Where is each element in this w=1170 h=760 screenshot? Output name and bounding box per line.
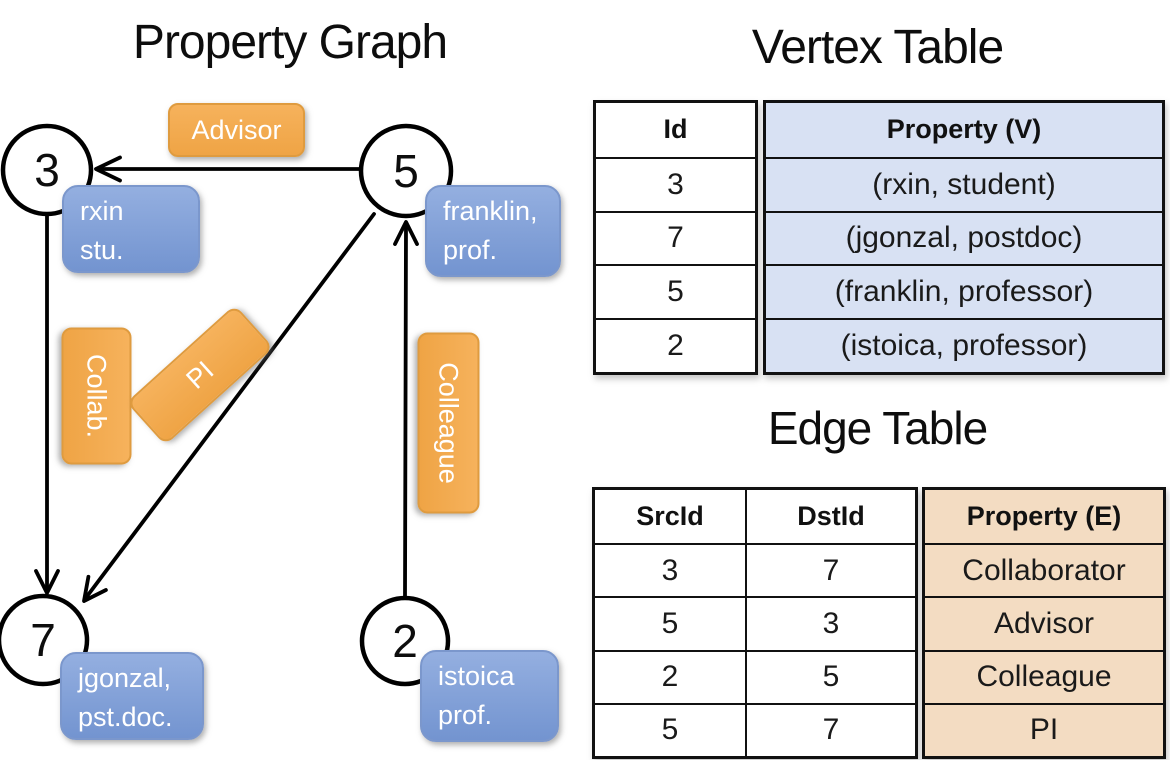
node-property-box-5: franklin, prof. <box>425 185 561 277</box>
edge-label-colleague: Colleague <box>417 332 480 514</box>
node-property-line2: stu. <box>80 235 124 265</box>
vertex-id-cell: 5 <box>596 264 755 318</box>
node-property-line1: istoica <box>438 661 515 691</box>
edge-property-header: Property (E) <box>966 501 1122 532</box>
node-id-7: 7 <box>30 614 56 666</box>
edge-src-cell: 5 <box>595 596 745 649</box>
node-property-box-2: istoica prof. <box>420 650 559 742</box>
edge-src-cell: 5 <box>595 702 745 756</box>
edge-src-cell: 2 <box>595 649 745 703</box>
vertex-table-property-column: Property (V) (rxin, student) (jgonzal, p… <box>763 100 1165 375</box>
arrowhead-at-7-diagonal-icon <box>82 574 108 603</box>
node-property-box-3: rxin stu. <box>62 185 200 273</box>
node-property-line2: prof. <box>443 235 498 265</box>
node-property-line1: franklin, <box>443 196 538 226</box>
node-id-5: 5 <box>393 145 419 197</box>
edge-line-5-to-7 <box>83 212 376 601</box>
arrowhead-at-5-icon <box>393 220 419 246</box>
edge-src-cell: 3 <box>595 543 745 596</box>
arrowhead-at-7-icon <box>34 569 60 595</box>
edge-dst-header: DstId <box>745 490 915 544</box>
vertex-table-title: Vertex Table <box>751 21 1004 74</box>
edge-property-cell: Collaborator <box>925 543 1163 596</box>
edge-table-property-column: Property (E) Collaborator Advisor Collea… <box>922 487 1166 759</box>
edge-property-cell: PI <box>925 702 1163 756</box>
vertex-id-cell: 7 <box>596 210 755 265</box>
vertex-table-id-column: Id 3 7 5 2 <box>593 100 758 375</box>
edge-dst-cell: 7 <box>745 543 915 597</box>
node-property-line2: prof. <box>438 700 493 730</box>
edge-table-title: Edge Table <box>767 402 988 454</box>
vertex-property-cell: (franklin, professor) <box>766 264 1162 318</box>
node-property-box-7: jgonzal, pst.doc. <box>60 652 204 740</box>
arrowhead-at-3-icon <box>94 155 122 183</box>
node-id-2: 2 <box>392 615 418 667</box>
property-graph-title: Property Graph <box>132 16 448 69</box>
node-property-line1: jgonzal, <box>78 663 172 693</box>
vertex-id-cell: 2 <box>596 318 755 372</box>
edge-label-collab: Collab. <box>61 327 132 465</box>
node-property-line1: rxin <box>80 196 124 226</box>
edge-dst-cell: 7 <box>745 702 915 756</box>
edge-table-id-columns: SrcId DstId 3 7 5 3 2 5 5 7 <box>592 487 918 759</box>
vertex-property-cell: (rxin, student) <box>766 156 1162 211</box>
edge-line-2-to-5 <box>403 222 408 598</box>
vertex-property-header: Property (V) <box>886 114 1042 145</box>
node-property-line2: pst.doc. <box>78 702 173 732</box>
edge-label-advisor: Advisor <box>168 103 305 157</box>
edge-property-cell: Colleague <box>925 649 1163 703</box>
vertex-property-cell: (jgonzal, postdoc) <box>766 210 1162 265</box>
node-id-3: 3 <box>34 144 60 196</box>
edge-dst-cell: 5 <box>745 649 915 703</box>
edge-src-header: SrcId <box>636 501 704 532</box>
vertex-id-cell: 3 <box>596 156 755 211</box>
edge-property-cell: Advisor <box>925 596 1163 649</box>
vertex-id-header: Id <box>663 114 688 145</box>
vertex-property-cell: (istoica, professor) <box>766 318 1162 372</box>
edge-dst-cell: 3 <box>745 596 915 650</box>
